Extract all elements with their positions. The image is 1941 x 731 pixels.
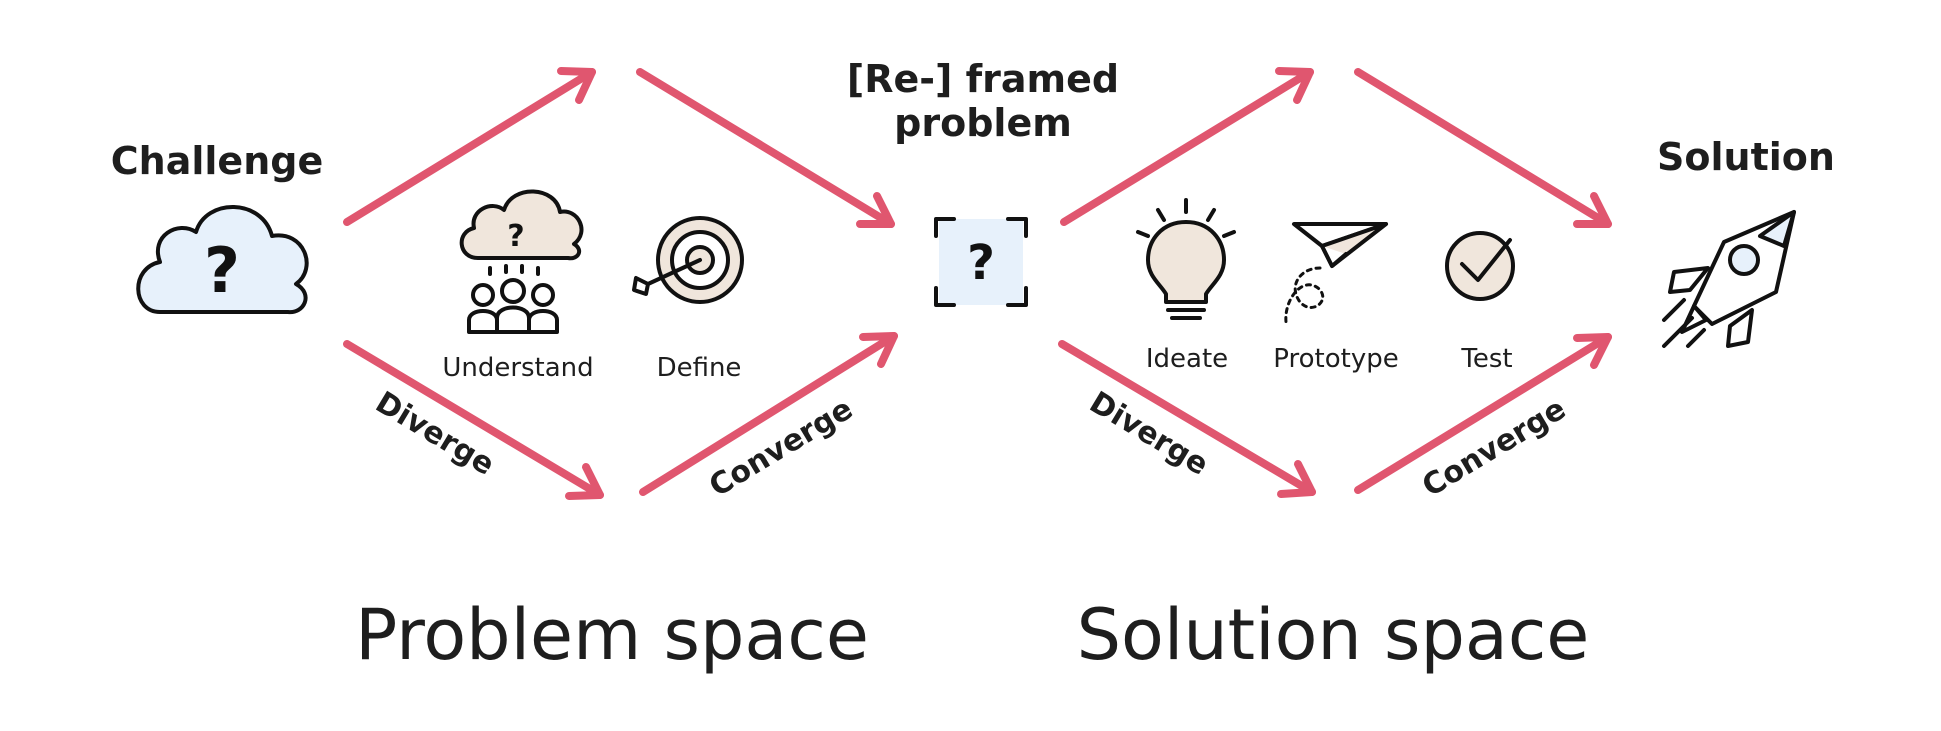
arrow-challenge-to-top (343, 67, 596, 226)
challenge-label: Challenge (111, 139, 323, 183)
lightbulb-icon (1136, 198, 1236, 320)
define-label: Define (657, 353, 742, 383)
solution-space-arrows (1058, 67, 1612, 498)
prototype-label: Prototype (1273, 344, 1398, 374)
arrow-bottom-to-solution (1354, 333, 1612, 494)
problem-space-label: Problem space (355, 594, 869, 676)
svg-text:?: ? (204, 234, 240, 307)
reframed-label-line2: problem (894, 101, 1072, 145)
svg-text:?: ? (507, 219, 524, 254)
svg-text:?: ? (967, 235, 995, 291)
rocket-icon (1662, 210, 1796, 348)
arrow-reframed-to-bottom (1058, 340, 1316, 498)
bracketed-question-icon: ? (934, 217, 1028, 307)
paper-plane-icon (1284, 222, 1388, 324)
cloud-question-icon: ? (136, 205, 309, 315)
checkmark-circle-icon (1445, 231, 1515, 301)
people-question-cloud-icon: ? (459, 189, 584, 334)
solution-label: Solution (1657, 135, 1835, 179)
test-label: Test (1460, 344, 1512, 374)
arrow-bottom-to-reframed (639, 332, 898, 496)
arrow-top-to-reframed (636, 68, 895, 228)
arrow-challenge-to-bottom (343, 340, 604, 500)
arrow-top-to-solution (1354, 68, 1612, 228)
understand-label: Understand (442, 353, 593, 383)
target-arrow-icon (632, 216, 744, 304)
solution-space-label: Solution space (1077, 594, 1590, 676)
ideate-label: Ideate (1146, 344, 1228, 374)
problem-space-arrows (343, 67, 898, 500)
arrow-reframed-to-top (1060, 67, 1314, 226)
reframed-label-line1: [Re-] framed (847, 57, 1119, 101)
